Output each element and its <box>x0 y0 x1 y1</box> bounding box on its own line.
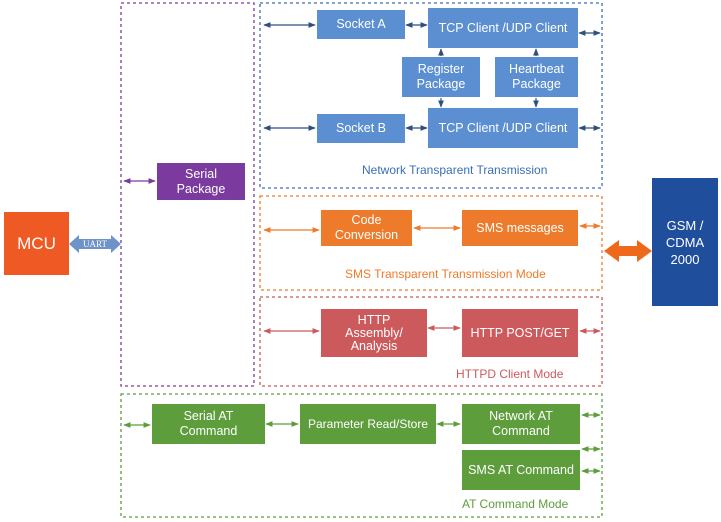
http-post-get-text: HTTP POST/GET <box>470 325 570 340</box>
network-at-command-label: Network AT Command <box>462 404 580 444</box>
serial-at-command-line2: Command <box>179 424 238 438</box>
uart-arrow <box>69 235 121 253</box>
register-package-line2: Package <box>416 77 466 91</box>
heartbeat-package-line2: Package <box>512 77 561 91</box>
http-assembly-line3: Analysis <box>350 338 398 353</box>
sms-at-command-label: SMS AT Command <box>462 450 580 490</box>
http-assembly-label: HTTP Assembly/ Analysis <box>321 309 427 357</box>
serial-at-command-label: Serial AT Command <box>152 404 265 444</box>
heartbeat-package-box <box>495 57 578 97</box>
serial-package-line1: Serial <box>185 166 217 181</box>
http-post-get-box <box>462 309 578 357</box>
network-at-command-line2: Command <box>492 424 550 438</box>
serial-group-frame <box>120 2 255 387</box>
tcp-client-a-label: TCP Client /UDP Client <box>428 8 578 48</box>
serial-at-command-box <box>152 404 265 444</box>
socket-b-text: Socket B <box>335 121 387 135</box>
sms-caption: SMS Transparent Transmission Mode <box>345 267 546 281</box>
gsm-label-line1: GSM / <box>666 217 704 233</box>
network-group-frame <box>259 2 603 189</box>
gsm-label-line2: CDMA <box>665 234 705 250</box>
socket-a-box <box>317 10 405 39</box>
http-assembly-line2: Assembly/ <box>345 325 403 340</box>
tcp-client-a-box <box>428 8 578 48</box>
httpd-group-frame <box>259 296 603 387</box>
parameter-read-store-box <box>300 404 436 444</box>
sms-messages-label: SMS messages <box>462 210 578 246</box>
mcu-box <box>4 212 69 275</box>
network-caption: Network Transparent Transmission <box>362 163 548 177</box>
http-post-get-label: HTTP POST/GET <box>462 309 578 357</box>
tcp-client-b-box <box>428 108 578 148</box>
at-group-frame <box>120 393 603 518</box>
gsm-label-line3: 2000 <box>670 251 700 267</box>
network-at-command-line1: Network AT <box>489 409 553 423</box>
register-package-line1: Register <box>417 62 465 76</box>
mcu-label-text: MCU <box>17 234 56 253</box>
network-at-command-box <box>462 404 580 444</box>
sms-messages-box <box>462 210 578 246</box>
sms-messages-text: SMS messages <box>476 220 564 235</box>
tcp-client-b-label: TCP Client /UDP Client <box>428 108 578 148</box>
serial-package-label: Serial Package <box>157 163 245 200</box>
socket-b-label: Socket B <box>317 114 405 143</box>
sms-group-frame <box>259 195 603 291</box>
tcp-client-b-text: TCP Client /UDP Client <box>438 120 568 135</box>
http-assembly-line1: HTTP <box>357 312 391 327</box>
socket-b-box <box>317 114 405 143</box>
uart-label-text: UART <box>83 238 107 249</box>
serial-at-command-line1: Serial AT <box>183 409 234 423</box>
socket-a-label: Socket A <box>317 10 405 39</box>
code-conversion-label: Code Conversion <box>321 210 412 246</box>
tcp-client-a-text: TCP Client /UDP Client <box>438 20 568 35</box>
http-assembly-box <box>321 309 427 357</box>
httpd-caption: HTTPD Client Mode <box>456 367 564 381</box>
code-conversion-line2: Conversion <box>334 228 399 242</box>
sms-at-command-text: SMS AT Command <box>468 462 574 477</box>
socket-a-text: Socket A <box>336 17 386 31</box>
sms-at-command-box <box>462 450 580 490</box>
gsm-label: GSM / CDMA 2000 <box>652 178 718 306</box>
mcu-label: MCU <box>4 212 69 275</box>
register-package-box <box>402 57 480 97</box>
parameter-read-store-label: Parameter Read/Store <box>300 404 436 444</box>
gsm-link-arrow <box>604 240 652 262</box>
serial-package-line2: Package <box>176 181 226 196</box>
serial-package-box <box>157 163 245 200</box>
parameter-read-store-text: Parameter Read/Store <box>307 416 429 431</box>
heartbeat-package-line1: Heartbeat <box>509 62 564 76</box>
code-conversion-box <box>321 210 412 246</box>
uart-label: UART <box>79 237 111 251</box>
at-caption: AT Command Mode <box>462 497 569 511</box>
code-conversion-line1: Code <box>351 213 382 227</box>
heartbeat-package-label: Heartbeat Package <box>495 57 578 97</box>
register-package-label: Register Package <box>402 57 480 97</box>
gsm-box <box>652 178 718 306</box>
